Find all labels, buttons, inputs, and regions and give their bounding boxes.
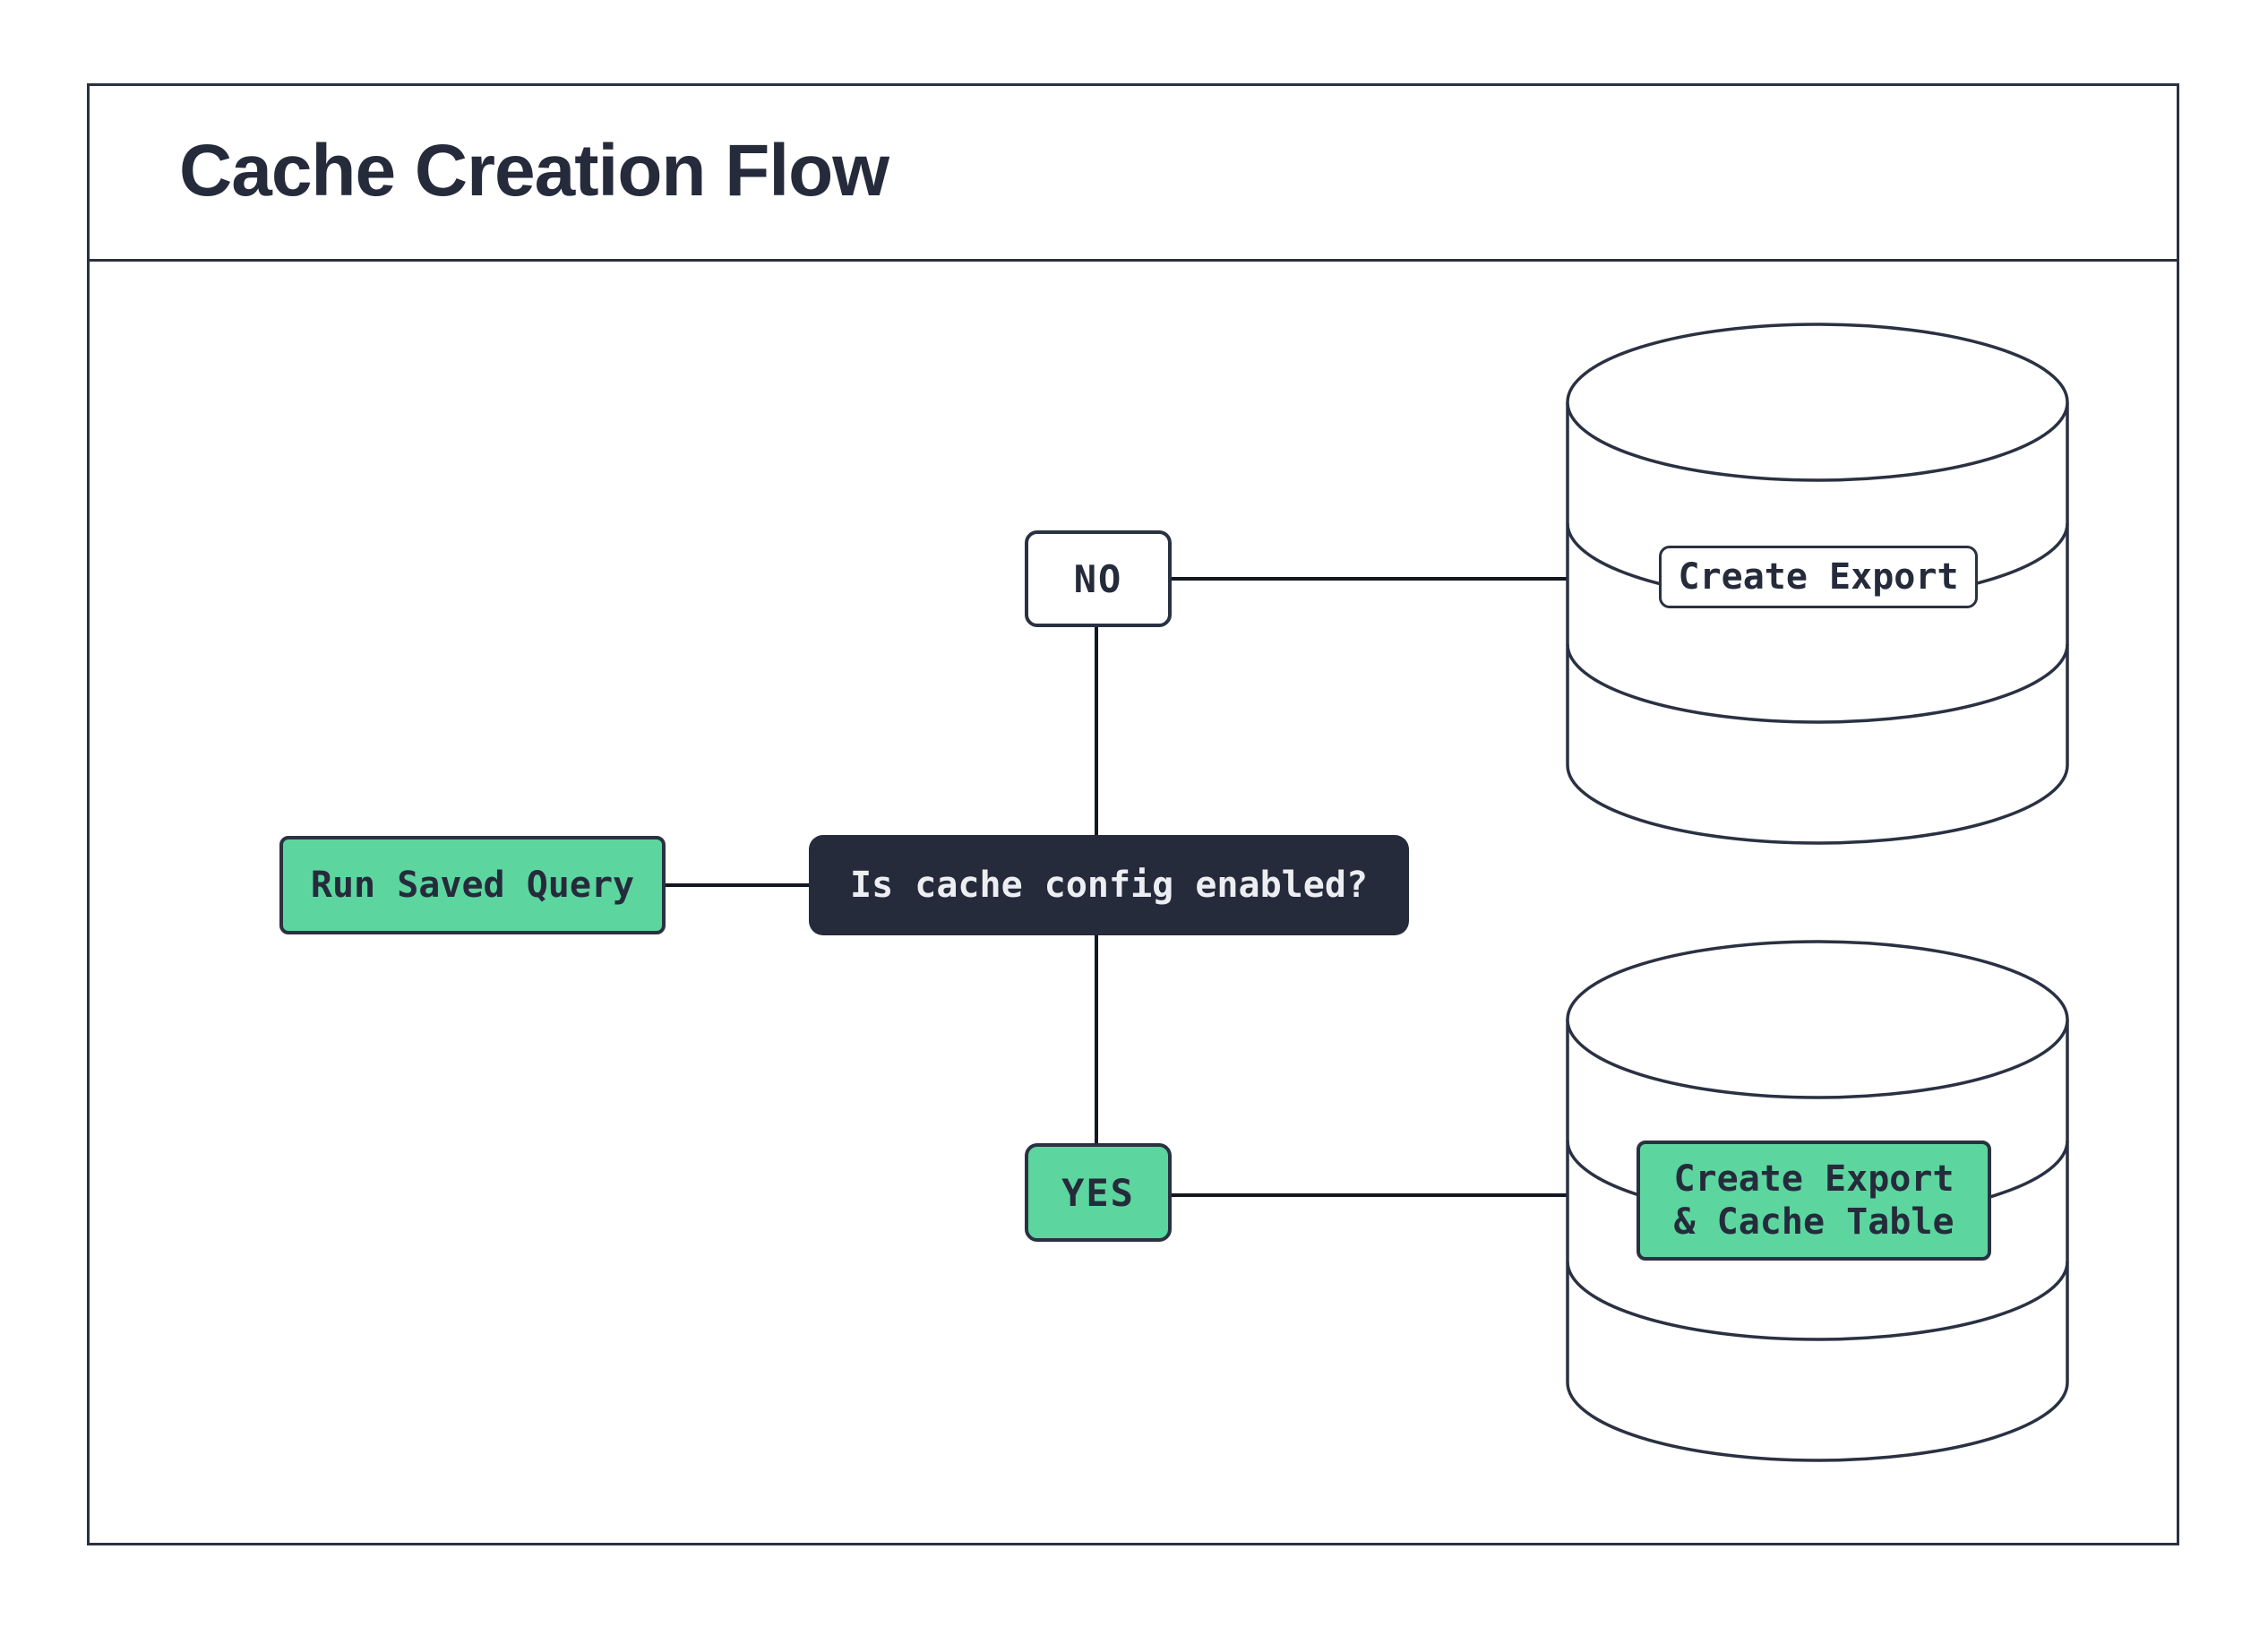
decision-yes-label: YES (1061, 1170, 1135, 1215)
decision-no-label: NO (1073, 556, 1123, 601)
page-title: Cache Creation Flow (179, 130, 889, 211)
flow-node-decision-no: NO (1025, 530, 1172, 627)
flow-node-run-saved-query: Run Saved Query (279, 836, 666, 934)
create-export-label: Create Export (1678, 556, 1959, 598)
create-export-cache-line2: & Cache Table (1673, 1201, 1954, 1243)
title-bar: Cache Creation Flow (87, 83, 2179, 262)
run-saved-query-label: Run Saved Query (310, 865, 635, 906)
diagram-frame (87, 83, 2179, 1545)
flow-node-question: Is cache config enabled? (809, 835, 1409, 935)
question-label: Is cache config enabled? (850, 865, 1368, 906)
flow-node-create-export-cache-table: Create Export & Cache Table (1637, 1141, 1991, 1261)
flow-node-create-export: Create Export (1659, 546, 1978, 608)
flow-node-decision-yes: YES (1025, 1143, 1172, 1242)
create-export-cache-line1: Create Export (1673, 1158, 1954, 1200)
